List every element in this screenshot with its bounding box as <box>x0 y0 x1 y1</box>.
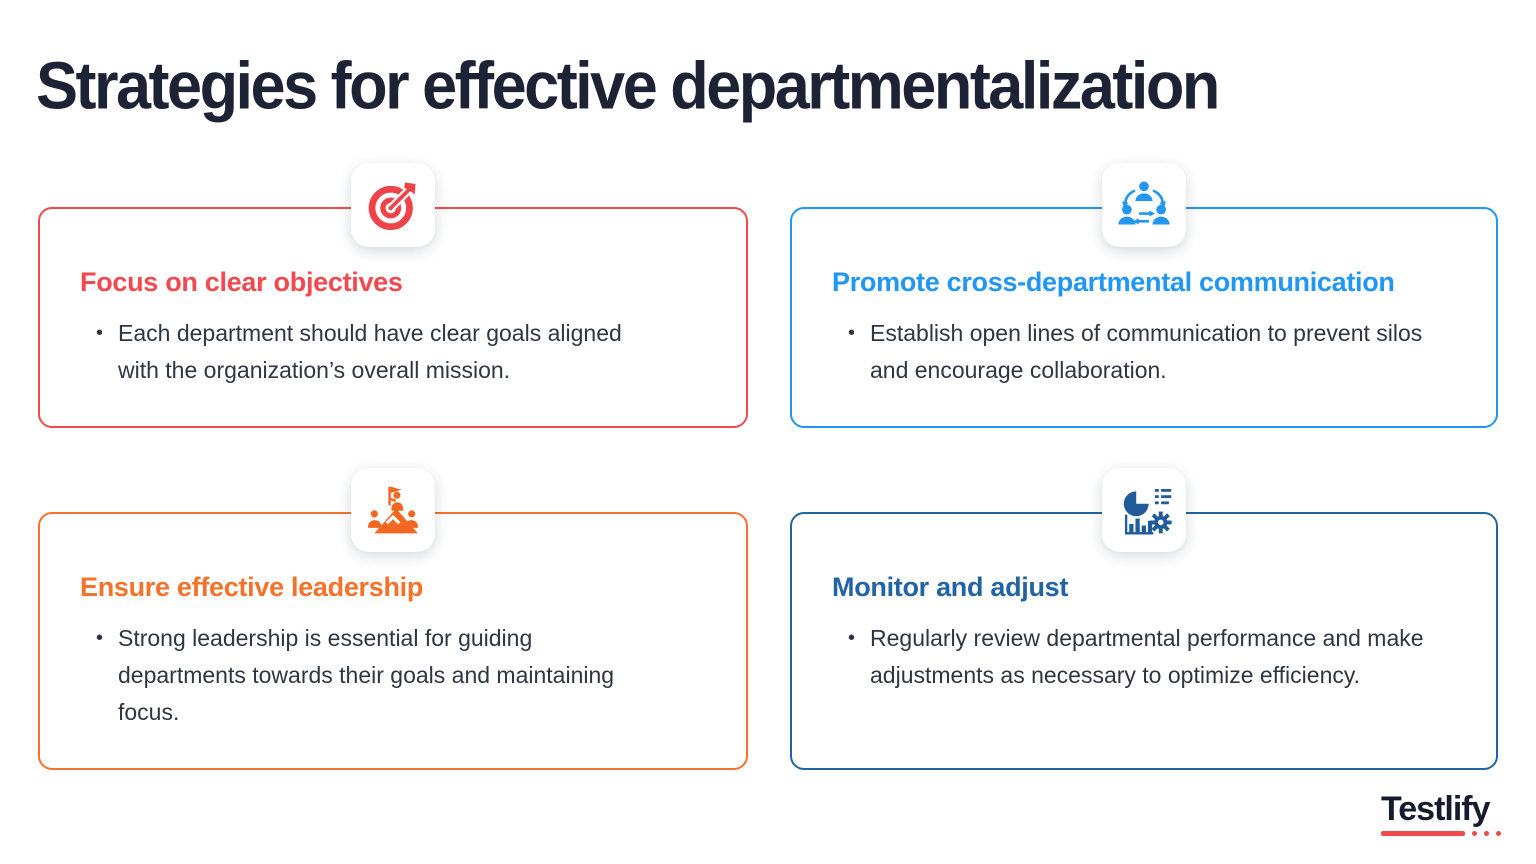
testlify-logo: Testlify <box>1381 790 1501 836</box>
bullet-text: Each department should have clear goals … <box>118 320 622 383</box>
analytics-gear-icon <box>1123 489 1172 535</box>
bullet-dot: • <box>96 627 104 649</box>
icon-tile <box>351 468 435 552</box>
icon-tile <box>1102 468 1186 552</box>
logo-dot <box>1472 831 1477 836</box>
bullet-text: Regularly review departmental performanc… <box>870 625 1424 688</box>
page-title: Strategies for effective departmentaliza… <box>36 49 1220 124</box>
bullet-dot: • <box>96 322 104 344</box>
icon-tile <box>1102 163 1186 247</box>
card-heading: Focus on clear objectives <box>80 267 403 297</box>
bullet-item: • Strong leadership is essential for gui… <box>80 620 706 731</box>
card-heading: Ensure effective leadership <box>80 572 424 602</box>
bullet-dot: • <box>848 627 856 649</box>
icon-tile <box>351 163 435 247</box>
card-effective-leadership: Ensure effective leadership • Strong lea… <box>38 468 748 770</box>
logo-underline-bar <box>1381 831 1465 836</box>
card-heading: Promote cross-departmental communication <box>832 267 1395 297</box>
bullet-item: • Regularly review departmental performa… <box>832 620 1456 694</box>
target-dart-icon <box>368 182 416 231</box>
people-exchange-icon <box>1118 181 1170 225</box>
card-cross-departmental-communication: Promote cross-departmental communication… <box>790 163 1498 428</box>
card-heading: Monitor and adjust <box>832 572 1069 602</box>
bullet-text: Strong leadership is essential for guidi… <box>118 625 615 725</box>
logo-dot <box>1496 831 1501 836</box>
card-monitor-adjust: Monitor and adjust • Regularly review de… <box>790 468 1498 770</box>
testlify-logo-underline <box>1381 831 1501 836</box>
logo-dot <box>1484 831 1489 836</box>
bullet-item: • Establish open lines of communication … <box>832 315 1456 389</box>
testlify-logo-text: Testlify <box>1381 790 1491 828</box>
bullet-item: • Each department should have clear goal… <box>80 315 706 389</box>
card-focus-objectives: Focus on clear objectives • Each departm… <box>38 163 748 428</box>
leadership-summit-icon <box>368 486 418 534</box>
bullet-dot: • <box>848 322 856 344</box>
bullet-text: Establish open lines of communication to… <box>870 320 1423 383</box>
